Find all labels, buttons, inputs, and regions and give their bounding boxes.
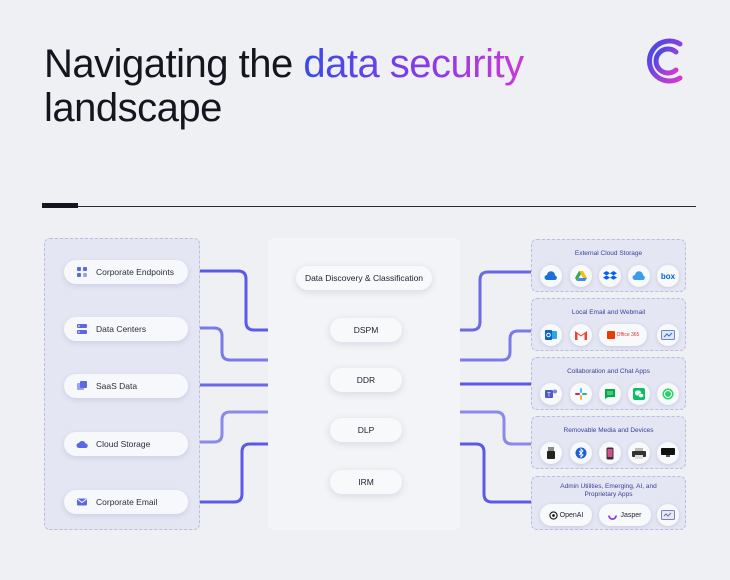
capability-ddr: DDR <box>330 368 402 392</box>
office365-icon: Office 365 <box>599 324 647 346</box>
dest-external-cloud-storage: External Cloud Storage box <box>531 239 686 292</box>
gmail-icon <box>570 324 592 346</box>
jasper-badge: Jasper <box>599 504 651 526</box>
connector-email <box>194 442 270 504</box>
source-label: Corporate Endpoints <box>96 267 174 277</box>
source-cloud-storage: Cloud Storage <box>64 432 188 456</box>
source-corporate-email: Corporate Email <box>64 490 188 514</box>
dropbox-icon <box>599 265 621 287</box>
email-icon <box>77 498 87 506</box>
capability-dlp: DLP <box>330 418 402 442</box>
brand-logo <box>647 38 687 84</box>
dest-removable-media: Removable Media and Devices <box>531 416 686 469</box>
connector-removable <box>458 410 533 446</box>
connector-email-dest <box>458 329 533 362</box>
title-plain: Navigating the <box>44 42 304 86</box>
display-icon <box>657 442 679 464</box>
admin-tool-icon <box>657 504 679 526</box>
dest-collaboration: Collaboration and Chat Apps T <box>531 357 686 410</box>
box-icon: box <box>657 265 679 287</box>
wechat-icon <box>628 383 650 405</box>
icloud-icon <box>628 265 650 287</box>
saas-icon <box>77 381 87 390</box>
webmail-icon <box>657 324 679 346</box>
capability-irm: IRM <box>330 470 402 494</box>
dest-local-email: Local Email and Webmail Office 365 <box>531 298 686 351</box>
divider-accent <box>42 203 78 208</box>
dest-title: External Cloud Storage <box>574 250 643 257</box>
source-label: Corporate Email <box>96 497 158 507</box>
title-line2: landscape <box>44 86 222 130</box>
capability-discovery: Data Discovery & Classification <box>296 266 432 290</box>
connector-admin <box>458 442 533 504</box>
google-drive-icon <box>570 265 592 287</box>
title-accent: data security <box>303 42 524 86</box>
printer-icon <box>628 442 650 464</box>
slack-icon <box>570 383 592 405</box>
source-data-centers: Data Centers <box>64 317 188 341</box>
connector-ext-cloud <box>458 270 533 332</box>
onedrive-icon <box>540 265 562 287</box>
svg-text:T: T <box>547 393 551 399</box>
server-icon <box>77 324 87 334</box>
source-label: Cloud Storage <box>96 439 151 449</box>
page-title: Navigating the data security landscape <box>44 42 524 130</box>
phone-icon <box>599 442 621 464</box>
connector-cloud <box>194 410 270 444</box>
outlook-icon <box>540 324 562 346</box>
connector-datacenters <box>194 326 270 362</box>
source-label: Data Centers <box>96 324 147 334</box>
openai-badge: OpenAI <box>540 504 592 526</box>
cloud-icon <box>76 441 88 448</box>
endpoints-icon <box>77 267 87 277</box>
source-saas-data: SaaS Data <box>64 374 188 398</box>
dest-title: Local Email and Webmail <box>571 309 646 316</box>
source-corporate-endpoints: Corporate Endpoints <box>64 260 188 284</box>
bluetooth-icon <box>570 442 592 464</box>
divider-line <box>44 206 696 207</box>
google-chat-icon <box>599 383 621 405</box>
capability-dspm: DSPM <box>330 318 402 342</box>
dest-admin-utilities: Admin Utilities, Emerging, AI, and Propr… <box>531 476 686 530</box>
dest-title: Removable Media and Devices <box>563 427 654 434</box>
teams-icon: T <box>540 383 562 405</box>
source-label: SaaS Data <box>96 381 138 391</box>
usb-drive-icon <box>540 442 562 464</box>
dest-title: Admin Utilities, Emerging, AI, and Propr… <box>560 483 657 498</box>
dest-title: Collaboration and Chat Apps <box>567 368 650 375</box>
whatsapp-icon <box>657 383 679 405</box>
connector-endpoints <box>194 269 270 332</box>
